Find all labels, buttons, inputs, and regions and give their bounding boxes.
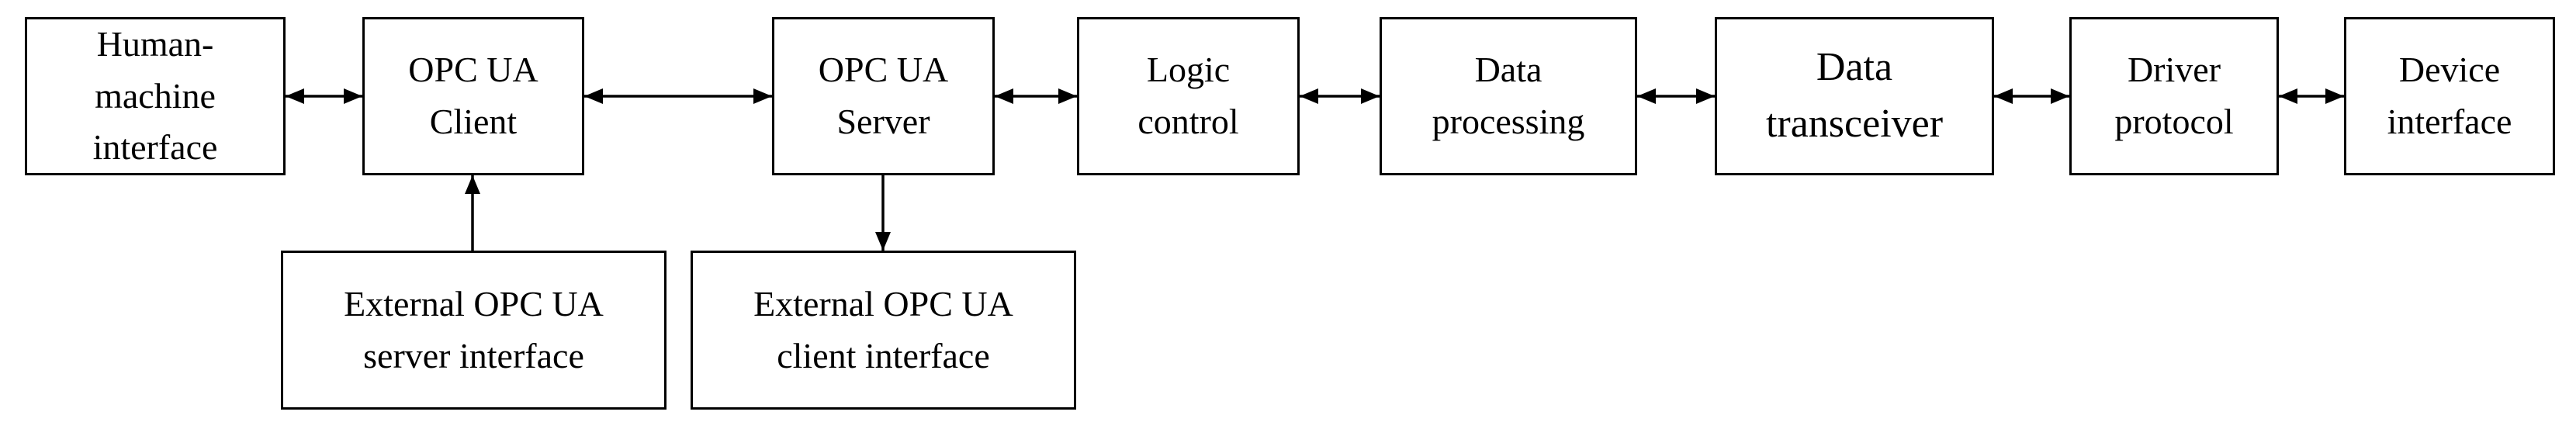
node-label: Data processing xyxy=(1432,50,1585,141)
node-external-opc-ua-client-interface: External OPC UA client interface xyxy=(691,251,1076,410)
node-label: OPC UA Server xyxy=(818,50,949,141)
node-label: External OPC UA server interface xyxy=(344,283,604,375)
node-external-opc-ua-server-interface: External OPC UA server interface xyxy=(281,251,667,410)
node-label: Driver protocol xyxy=(2114,50,2234,141)
node-label: OPC UA Client xyxy=(408,50,538,141)
node-opc-ua-client: OPC UA Client xyxy=(362,17,584,175)
node-device-interface: Device interface xyxy=(2344,17,2555,175)
node-label: External OPC UA client interface xyxy=(753,283,1013,375)
node-logic-control: Logic control xyxy=(1077,17,1300,175)
node-opc-ua-server: OPC UA Server xyxy=(772,17,995,175)
node-label: Logic control xyxy=(1137,50,1239,141)
node-label: Device interface xyxy=(2387,50,2512,141)
node-data-processing: Data processing xyxy=(1380,17,1637,175)
node-label: Data transceiver xyxy=(1765,45,1944,146)
node-data-transceiver: Data transceiver xyxy=(1715,17,1994,175)
node-driver-protocol: Driver protocol xyxy=(2069,17,2279,175)
node-label: Human- machine interface xyxy=(92,23,218,168)
node-human-machine-interface: Human- machine interface xyxy=(25,17,286,175)
